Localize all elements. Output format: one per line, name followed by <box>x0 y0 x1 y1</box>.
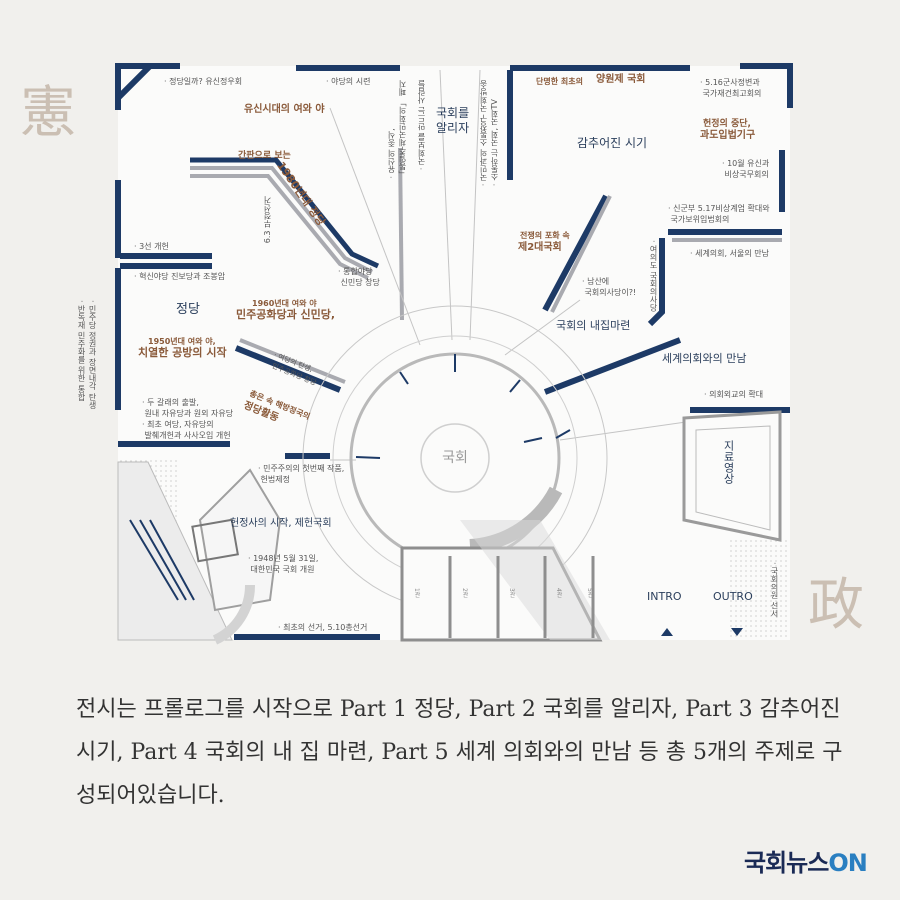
bottom-rooms <box>400 520 610 642</box>
center-emblem: 국회 <box>442 450 468 466</box>
section-archive[interactable]: 지료영상 <box>722 440 735 484</box>
header-war-a: 전쟁의 포화 속 <box>520 231 570 240</box>
section-dark-era[interactable]: 감추어진 시기 <box>577 136 648 150</box>
vlabel-notify2: · 국회보를 만드는 사람들 <box>417 80 426 171</box>
room-label-1: 1관 <box>413 588 420 598</box>
section-world[interactable]: 세계의회와의 만남 <box>662 352 747 365</box>
grey-walls <box>190 147 782 384</box>
label-two-ways: · 두 갈래의 출발, 원내 자유당과 원외 자유당 · 최초 여당, 자유당의… <box>142 398 234 440</box>
hanja-left: 憲 <box>20 81 76 146</box>
section-notify[interactable]: 국회를 알리자 <box>436 106 470 135</box>
label-517: · 신군부 5.17비상계엄 확대와 국가보위입법회의 <box>668 204 770 224</box>
section-intro[interactable]: INTRO <box>647 590 682 603</box>
section-start[interactable]: 헌정사의 시작, 제헌국회 <box>230 518 332 529</box>
label-diplomacy: · 의회외교의 확대 <box>704 390 764 399</box>
label-oct: · 10월 유신과 비상국무회의 <box>722 159 770 179</box>
room-label-3: 3관 <box>508 588 515 598</box>
label-516: · 5.16군사정변과 국가재건최고회의 <box>700 78 762 98</box>
floor-plan-svg <box>115 63 793 645</box>
header-bicameral-b: 양원제 국회 <box>596 74 646 85</box>
caption-text: 전시는 프롤로그를 시작으로 Part 1 정당, Part 2 국회를 알리자… <box>76 697 843 808</box>
left-theatre <box>117 461 282 645</box>
brand-logo: 국회뉴스ON <box>744 843 868 878</box>
logo-main: 국회뉴스 <box>744 849 829 877</box>
header-suspend-b: 과도입법기구 <box>700 130 756 141</box>
header-yushin: 유신시대의 여와 야 <box>244 104 325 115</box>
label-opposition: · 야당의 시련 <box>326 77 371 86</box>
vlabel-yushin: · 유신의 종식, 「통일주체국민회의」 폐지 <box>387 80 407 179</box>
room-label-5: 5관 <box>586 588 593 598</box>
header-bicameral-a: 단명한 최초의 <box>536 77 583 86</box>
outer-walls <box>115 63 793 640</box>
hanja-right: 政 <box>808 573 864 638</box>
header-1960-b: 민주공화당과 신민당, <box>236 308 336 321</box>
outro-arrow-icon[interactable] <box>731 628 743 636</box>
floor-plan-map: 국회 정당 국회를 알리자 감추어진 시기 국회의 내집마련 세계의회와의 만남… <box>77 63 793 645</box>
label-yushin-party: · 정당일까? 유신정우회 <box>164 77 243 86</box>
header-1950-a: 1950년대 여와 야, <box>148 337 216 346</box>
archive-box <box>682 410 782 542</box>
label-world-seoul: · 세계의회, 서울의 만남 <box>690 249 769 258</box>
stripe-1980 <box>190 157 380 269</box>
room-label-2: 2관 <box>461 588 468 598</box>
label-1948: · 1948년 5월 31일, 대한민국 국회 개원 <box>248 554 319 574</box>
section-building[interactable]: 국회의 내집마련 <box>556 319 631 332</box>
radial-lines <box>329 69 701 461</box>
section-party[interactable]: 정당 <box>176 302 200 317</box>
header-war-b: 제2대국회 <box>518 242 562 253</box>
rotunda-ticks <box>355 354 571 459</box>
header-1980-a: 간판으로 보는 <box>238 151 291 161</box>
vlabel-assembly-oath: · 국회의원 선서 <box>770 562 779 618</box>
room-label-4: 4관 <box>555 588 562 598</box>
label-3rd: · 3선 개헌 <box>134 242 169 251</box>
header-1950-b: 치열한 공방의 시작 <box>138 346 227 359</box>
label-rally: · 통합야당 신민당 창당 <box>338 267 380 287</box>
label-first-work: · 민주주의의 첫번째 작품, 헌법제정 <box>258 464 345 484</box>
vlabel-comm: · 국민과의 소통창구 국회방송 · 소통하는 국회, 국회TV <box>479 80 499 187</box>
header-suspend-a: 헌정의 중단, <box>703 119 751 129</box>
section-outro[interactable]: OUTRO <box>713 590 753 603</box>
intro-arrow-icon[interactable] <box>661 628 673 636</box>
header-1960-a: 1960년대 여와 야 <box>252 299 317 308</box>
vlabel-democ: · 민주당 정권과 장면내각 탄생 · 반독재 민주화를 위한 통합 <box>77 300 97 409</box>
dotted-area-right <box>730 540 790 640</box>
theatre-lines <box>129 519 195 601</box>
label-first-election: · 최초의 선거, 5.10총선거 <box>278 623 368 632</box>
logo-accent: ON <box>828 849 867 877</box>
vlabel-yeouido: · 여의도 국회의사당 <box>649 240 658 312</box>
vlabel-63: 6.3 부정선거 <box>263 196 272 244</box>
label-progress: · 혁신야당 진보당과 조봉암 <box>134 272 226 281</box>
label-namsan: · 남산에 국회의사당이?! <box>582 277 637 297</box>
